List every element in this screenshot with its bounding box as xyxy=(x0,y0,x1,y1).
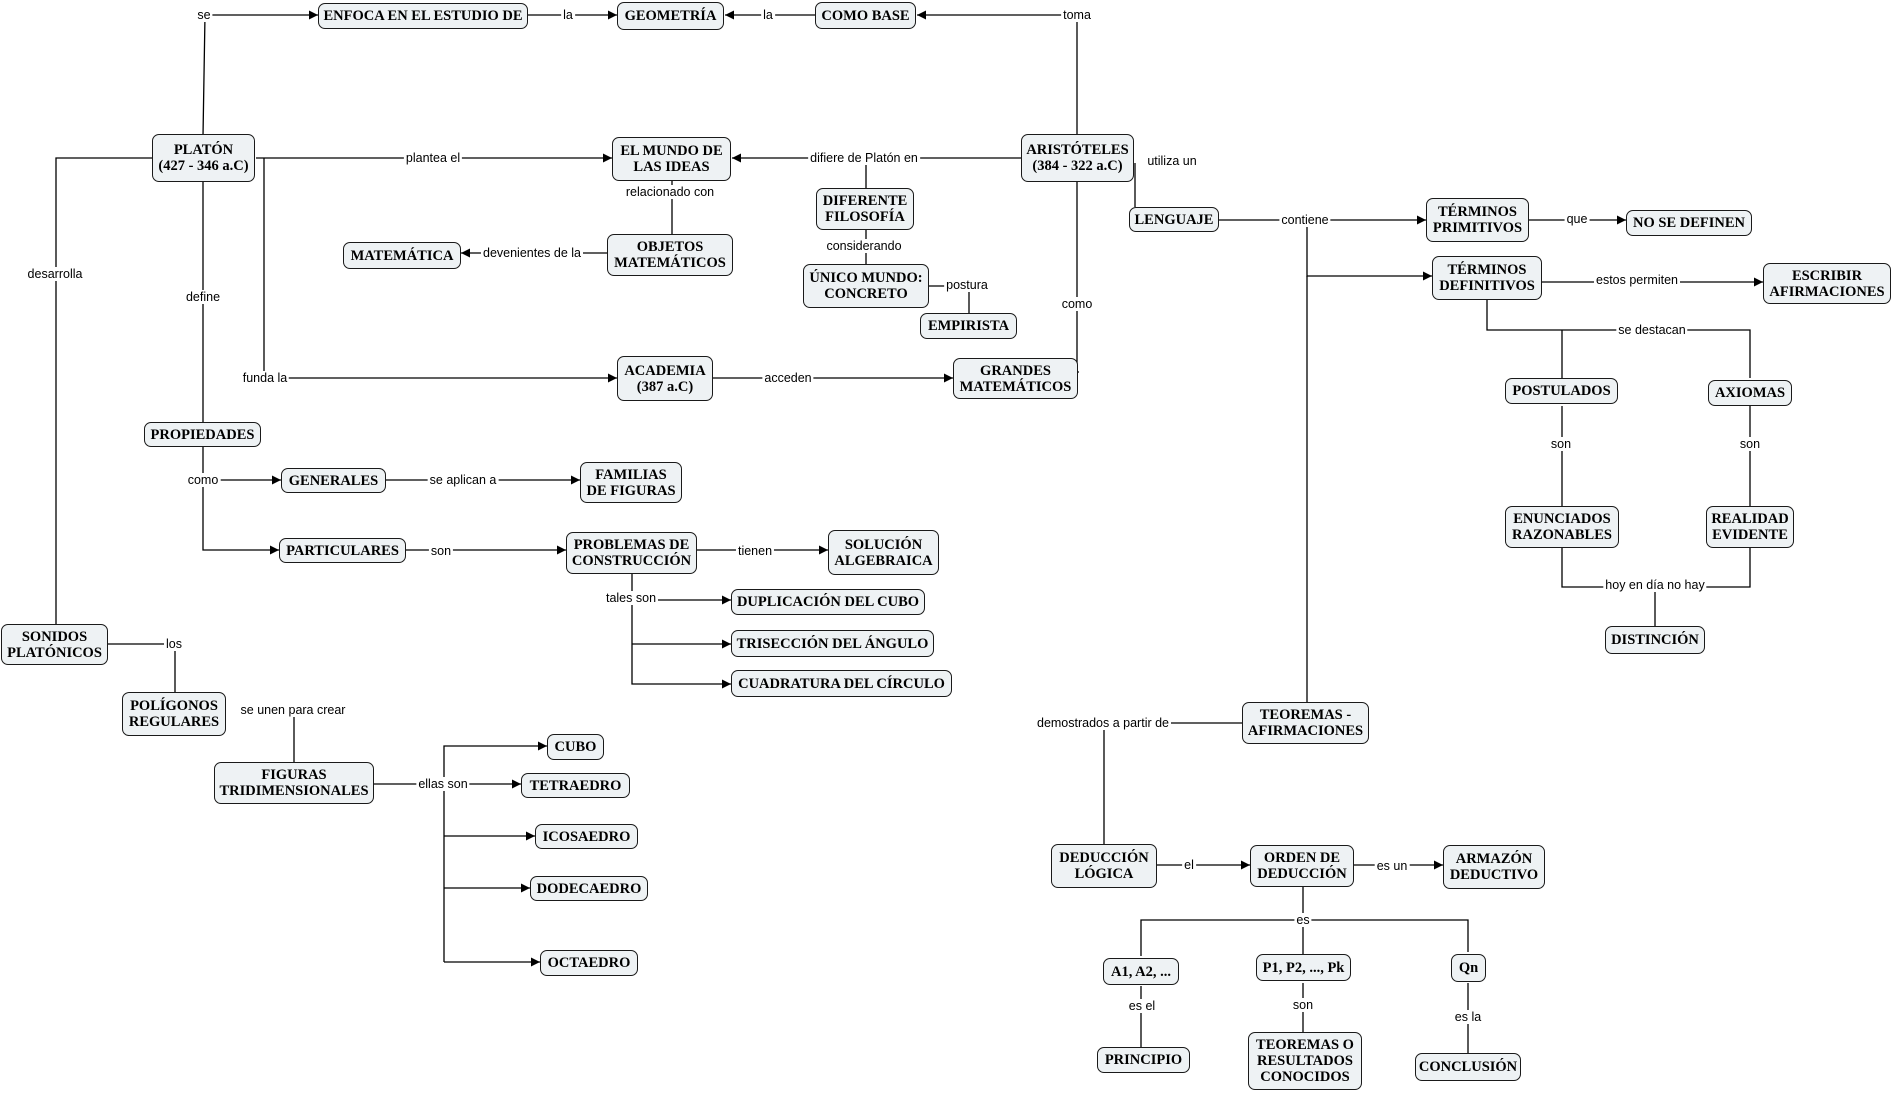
label-como-2: como xyxy=(185,473,221,487)
node-enunciados-razonables: ENUNCIADOS RAZONABLES xyxy=(1505,506,1619,548)
label-son-3: son xyxy=(428,544,454,558)
label-que: que xyxy=(1564,212,1590,226)
label-son-1: son xyxy=(1548,437,1574,451)
node-particulares: PARTICULARES xyxy=(279,538,406,563)
label-la-1: la xyxy=(561,8,575,22)
node-unico-mundo: ÚNICO MUNDO: CONCRETO xyxy=(803,264,929,308)
label-toma: toma xyxy=(1061,8,1093,22)
label-como: como xyxy=(1059,297,1095,311)
node-grandes-matematicos: GRANDES MATEMÁTICOS xyxy=(953,358,1078,399)
label-utiliza-un: utiliza un xyxy=(1145,154,1199,168)
node-problemas-construccion: PROBLEMAS DE CONSTRUCCIÓN xyxy=(566,532,697,574)
node-principio: PRINCIPIO xyxy=(1097,1047,1190,1073)
node-qn: Qn xyxy=(1451,954,1486,982)
node-axiomas: AXIOMAS xyxy=(1708,380,1792,406)
label-el: el xyxy=(1182,858,1196,872)
node-icosaedro: ICOSAEDRO xyxy=(535,824,638,849)
node-figuras-tridimensionales: FIGURAS TRIDIMENSIONALES xyxy=(214,762,374,804)
node-deduccion-logica: DEDUCCIÓN LÓGICA xyxy=(1051,844,1157,888)
node-realidad-evidente: REALIDAD EVIDENTE xyxy=(1706,506,1794,548)
node-objetos-matematicos: OBJETOS MATEMÁTICOS xyxy=(607,234,733,276)
node-enfoca: ENFOCA EN EL ESTUDIO DE xyxy=(318,3,528,29)
node-p1-pk: P1, P2, ..., Pk xyxy=(1256,954,1351,981)
label-contiene: contiene xyxy=(1279,213,1331,227)
label-tienen: tienen xyxy=(735,544,775,558)
node-teoremas-afirmaciones: TEOREMAS - AFIRMACIONES xyxy=(1242,702,1369,744)
node-no-se-definen: NO SE DEFINEN xyxy=(1626,210,1752,236)
label-es-un: es un xyxy=(1374,859,1410,873)
node-como-base: COMO BASE xyxy=(815,2,916,29)
label-funda-la: funda la xyxy=(240,371,290,385)
node-familias-figuras: FAMILIAS DE FIGURAS xyxy=(580,462,682,503)
node-generales: GENERALES xyxy=(281,468,386,493)
node-academia: ACADEMIA (387 a.C) xyxy=(617,356,713,401)
node-octaedro: OCTAEDRO xyxy=(540,950,638,976)
node-armazon-deductivo: ARMAZÓN DEDUCTIVO xyxy=(1443,845,1545,889)
node-cuadratura-circulo: CUADRATURA DEL CÍRCULO xyxy=(731,670,952,697)
label-se-destacan: se destacan xyxy=(1616,323,1688,337)
node-cubo: CUBO xyxy=(547,734,604,760)
node-terminos-definitivos: TÉRMINOS DEFINITIVOS xyxy=(1432,256,1542,300)
label-postura: postura xyxy=(944,278,990,292)
node-geometria: GEOMETRÍA xyxy=(617,2,724,30)
node-propiedades: PROPIEDADES xyxy=(144,422,261,447)
node-tetraedro: TETRAEDRO xyxy=(521,773,630,798)
label-ellas-son: ellas son xyxy=(416,777,470,791)
label-se-aplican-a: se aplican a xyxy=(427,473,499,487)
node-empirista: EMPIRISTA xyxy=(920,313,1017,339)
node-duplicacion-cubo: DUPLICACIÓN DEL CUBO xyxy=(731,589,925,615)
node-sonidos-platonicos: SONIDOS PLATÓNICOS xyxy=(1,624,108,665)
node-postulados: POSTULADOS xyxy=(1505,378,1618,404)
node-escribir-afirmaciones: ESCRIBIR AFIRMACIONES xyxy=(1763,263,1891,304)
label-es-la: es la xyxy=(1452,1010,1484,1024)
label-relacionado-con: relacionado con xyxy=(623,185,717,199)
node-matematica: MATEMÁTICA xyxy=(343,242,461,269)
node-platon: PLATÓN (427 - 346 a.C) xyxy=(152,134,255,182)
label-se: se xyxy=(195,8,213,22)
node-solucion-algebraica: SOLUCIÓN ALGEBRAICA xyxy=(828,530,939,575)
label-plantea-el: plantea el xyxy=(403,151,463,165)
label-se-unen: se unen para crear xyxy=(238,703,348,717)
label-difiere: difiere de Platón en xyxy=(808,151,920,165)
label-hoy-en-dia: hoy en día no hay xyxy=(1603,578,1707,592)
node-dodecaedro: DODECAEDRO xyxy=(530,876,648,901)
label-demostrados: demostrados a partir de xyxy=(1034,716,1172,730)
node-aristoteles: ARISTÓTELES (384 - 322 a.C) xyxy=(1021,134,1134,182)
label-es-el: es el xyxy=(1126,999,1158,1013)
node-mundo-ideas: EL MUNDO DE LAS IDEAS xyxy=(612,137,731,181)
node-lenguaje: LENGUAJE xyxy=(1129,207,1219,232)
label-devenientes: devenientes de la xyxy=(481,246,583,260)
node-terminos-primitivos: TÉRMINOS PRIMITIVOS xyxy=(1426,198,1529,242)
label-desarrolla: desarrolla xyxy=(25,267,85,281)
label-son-4: son xyxy=(1290,998,1316,1012)
node-distincion: DISTINCIÓN xyxy=(1605,626,1705,654)
label-la-2: la xyxy=(761,8,775,22)
label-son-2: son xyxy=(1737,437,1763,451)
node-orden-deduccion: ORDEN DE DEDUCCIÓN xyxy=(1250,845,1354,887)
node-a1-a2: A1, A2, ... xyxy=(1103,958,1179,985)
label-considerando: considerando xyxy=(824,239,904,253)
label-estos-permiten: estos permiten xyxy=(1594,273,1680,287)
node-triseccion-angulo: TRISECCIÓN DEL ÁNGULO xyxy=(731,630,934,657)
label-define: define xyxy=(183,290,223,304)
label-acceden: acceden xyxy=(762,371,814,385)
label-tales-son: tales son xyxy=(603,591,659,605)
node-poligonos-regulares: POLÍGONOS REGULARES xyxy=(122,692,226,736)
node-teoremas-conocidos: TEOREMAS O RESULTADOS CONOCIDOS xyxy=(1248,1032,1362,1090)
label-los: los xyxy=(164,637,184,651)
node-conclusion: CONCLUSIÓN xyxy=(1415,1053,1521,1081)
label-es: es xyxy=(1294,913,1312,927)
node-diferente-filosofia: DIFERENTE FILOSOFÍA xyxy=(816,188,914,230)
